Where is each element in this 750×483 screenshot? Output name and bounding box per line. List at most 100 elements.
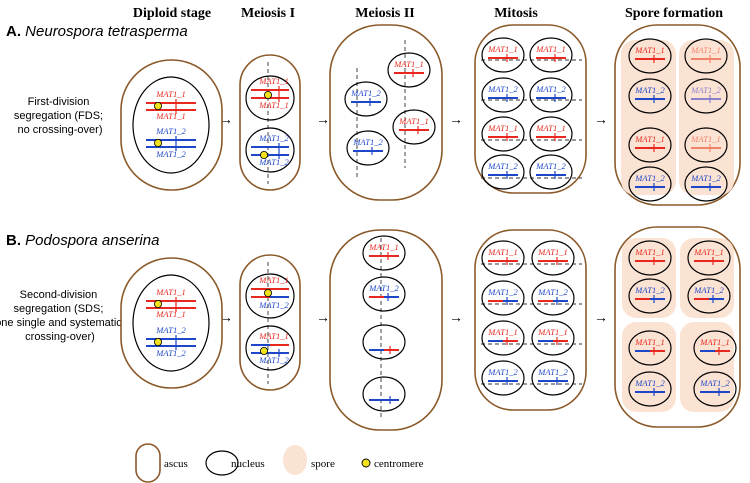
centromere-icon [263,91,272,100]
allele-label: MAT1_2 [258,300,289,310]
nucleus [628,166,672,202]
centromere-icon [153,337,162,346]
nucleus [392,109,436,145]
spore-a-2 [679,40,734,195]
column-header-mitosis: Mitosis [494,6,538,21]
ascus-b-meiosis-1 [239,254,301,391]
column-header-diploid: Diploid stage [133,6,211,21]
nucleus [684,78,728,114]
allele-label: MAT1_1 [487,123,517,133]
allele-label: MAT1_1 [690,134,720,144]
allele-label: MAT1_2 [487,367,518,377]
row-b-label: Second-division segregation (SDS; one si… [0,289,125,343]
legend-centromere-label: centromere [374,458,424,470]
nucleus [531,360,575,396]
centromere-icon [153,299,162,308]
allele-label: MAT1_2 [634,378,665,388]
spore-b-4 [680,322,734,412]
nucleus [346,130,390,166]
nucleus [481,320,525,356]
nucleus [628,371,672,407]
nucleus [684,127,728,163]
section-a-title: A. Neurospora tetrasperma [6,23,188,40]
nucleus [628,38,672,74]
allele-label: MAT1_2 [368,283,399,293]
stage-arrow: → [449,113,463,128]
nucleus [362,376,406,412]
nucleus [387,52,431,88]
nucleus [687,240,731,276]
allele-label: MAT1_1 [258,275,288,285]
allele-label: MAT1_2 [155,126,186,136]
ascus-a-diploid [120,59,223,191]
nucleus [362,276,406,312]
allele-label: MAT1_2 [352,137,383,147]
stage-arrow: → [594,311,608,326]
allele-label: MAT1_1 [155,89,185,99]
stage-arrow: → [219,113,233,128]
allele-label: MAT1_2 [155,325,186,335]
allele-label: MAT1_2 [258,157,289,167]
spore-a-1 [621,40,676,195]
nucleus [362,324,406,360]
nucleus [245,127,295,173]
allele-label: MAT1_1 [634,45,664,55]
allele-label: MAT1_2 [535,84,566,94]
allele-label: MAT1_1 [487,44,517,54]
nucleus [481,240,525,276]
nucleus [529,154,573,190]
ascus-a-meiosis-2 [329,24,443,201]
nucleus [132,76,210,174]
legend-ascus-label: ascus [164,458,188,470]
ascus-a-meiosis-1 [239,54,301,191]
allele-label: MAT1_1 [699,337,729,347]
stage-arrow: → [316,113,330,128]
allele-label: MAT1_1 [634,337,664,347]
allele-label: MAT1_2 [258,355,289,365]
allele-label: MAT1_1 [155,111,185,121]
allele-label: MAT1_1 [487,327,517,337]
allele-label: MAT1_2 [690,85,721,95]
nucleus [245,325,295,371]
ascus-b-spore [614,226,741,428]
nucleus [628,240,672,276]
allele-label: MAT1_2 [155,149,186,159]
allele-label: MAT1_2 [537,367,568,377]
allele-label: MAT1_1 [535,123,565,133]
legend-spore-label: spore [311,458,335,470]
ascus-b-meiosis-2 [329,229,443,431]
centromere-icon [259,346,268,355]
ascus-b-diploid [120,257,223,389]
column-header-spore-formation: Spore formation [625,6,723,21]
allele-label: MAT1_1 [535,44,565,54]
row-a-label: First-division segregation (FDS; no cros… [14,96,106,136]
nucleus [687,278,731,314]
allele-label: MAT1_1 [537,247,567,257]
nucleus [684,38,728,74]
ascus-b-mitosis [474,229,587,411]
allele-label: MAT1_1 [537,327,567,337]
stage-arrow: → [316,311,330,326]
allele-label: MAT1_2 [634,285,665,295]
allele-label: MAT1_1 [634,134,664,144]
allele-label: MAT1_1 [398,116,428,126]
nucleus [531,280,575,316]
nucleus [628,330,672,366]
nucleus [529,116,573,152]
allele-label: MAT1_1 [393,59,423,69]
allele-label: MAT1_1 [690,45,720,55]
allele-label: MAT1_2 [487,84,518,94]
ascus-a-mitosis [474,24,587,194]
centromere-icon [153,138,162,147]
nucleus [628,127,672,163]
allele-label: MAT1_2 [693,285,724,295]
legend-centromere-swatch [361,458,371,468]
nucleus [529,37,573,73]
allele-label: MAT1_1 [258,76,288,86]
nucleus [628,78,672,114]
nucleus [481,280,525,316]
nucleus [344,81,388,117]
allele-label: MAT1_2 [634,173,665,183]
nucleus [693,330,737,366]
nucleus [684,166,728,202]
